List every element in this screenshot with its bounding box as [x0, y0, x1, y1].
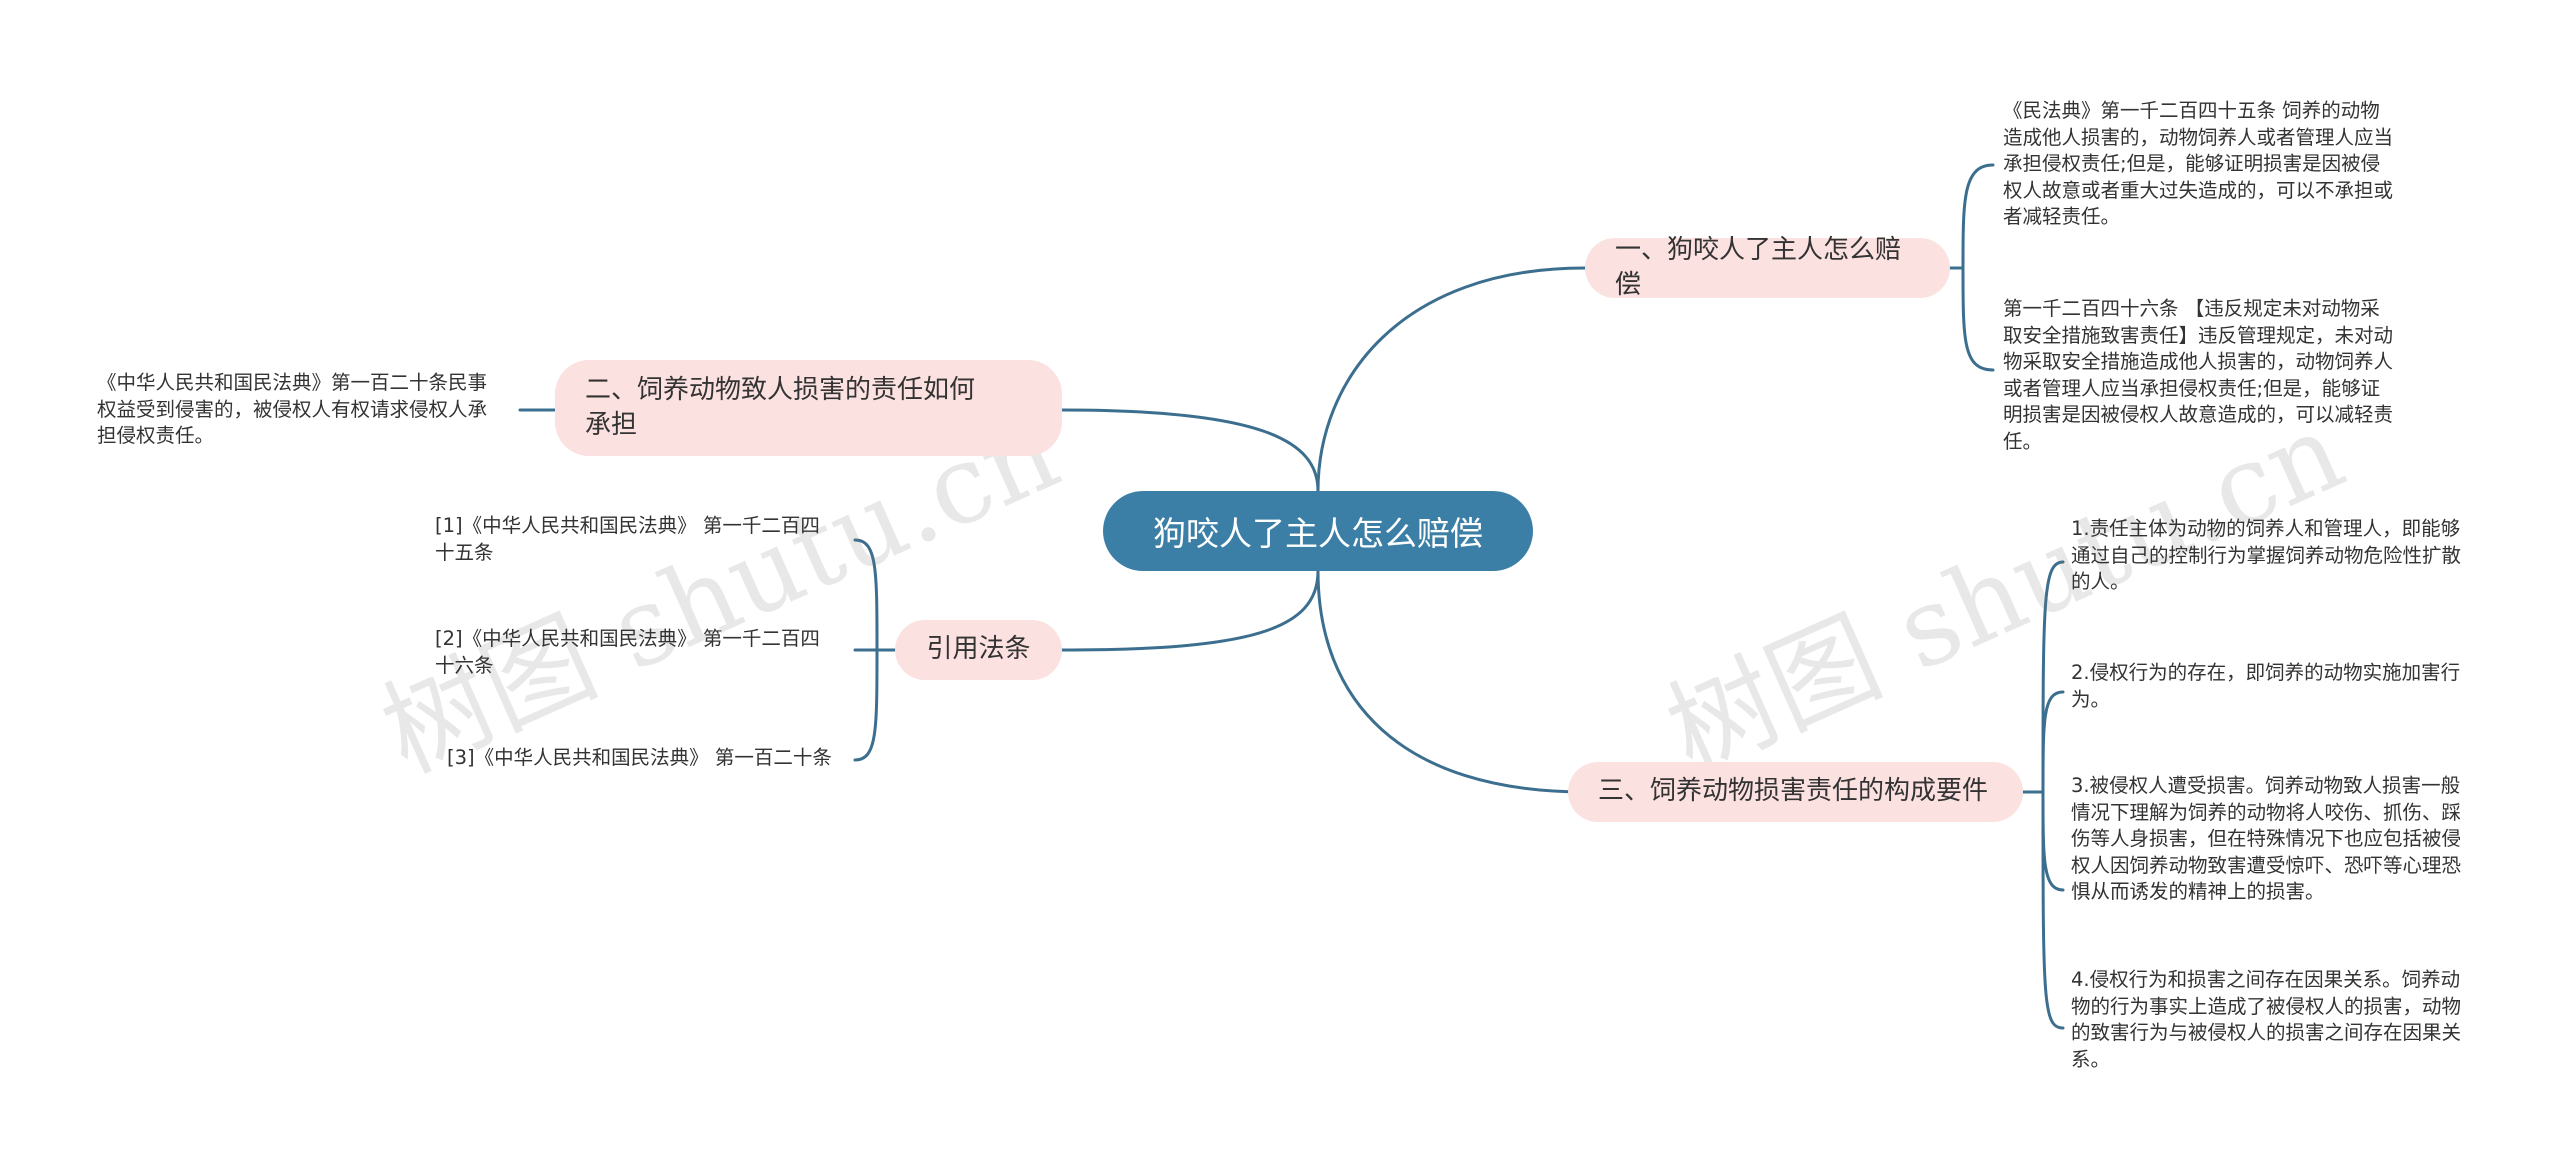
link-b3-leaf-3 [853, 648, 879, 762]
branch-node-4[interactable]: 三、饲养动物损害责任的构成要件 [1568, 762, 2023, 822]
link-b4-leaf-2 [2041, 690, 2065, 794]
branch-node-2[interactable]: 二、饲养动物致人损害的责任如何 承担 [555, 360, 1062, 456]
link-root-branch-2 [1060, 408, 1320, 493]
branch-label-1: 一、狗咬人了主人怎么赔偿 [1615, 234, 1902, 300]
link-b1-leaf-1 [1961, 163, 1995, 270]
branch-node-3[interactable]: 引用法条 [895, 620, 1062, 680]
link-root-branch-3 [1060, 569, 1320, 652]
leaf-node-b4-3[interactable]: 3.被侵权人遭受损害。饲养动物致人损害一般 情况下理解为饲养的动物将人咬伤、抓伤… [2071, 774, 2462, 903]
root-node[interactable]: 狗咬人了主人怎么赔偿 [1103, 491, 1533, 571]
link-b4-leaf-4 [2041, 790, 2065, 1030]
leaf-node-b4-4[interactable]: 4.侵权行为和损害之间存在因果关系。饲养动 物的行为事实上造成了被侵权人的损害，… [2071, 968, 2462, 1071]
link-root-branch-1 [1316, 266, 1587, 493]
leaf-node-b2-1[interactable]: 《中华人民共和国民法典》第一百二十条民事 权益受到侵害的，被侵权人有权请求侵权人… [97, 371, 488, 447]
leaf-node-b1-1[interactable]: 《民法典》第一千二百四十五条 饲养的动物 造成他人损害的，动物饲养人或者管理人应… [2003, 99, 2394, 228]
leaf-node-b4-1[interactable]: 1.责任主体为动物的饲养人和管理人，即能够 通过自己的控制行为掌握饲养动物危险性… [2071, 517, 2462, 593]
link-b4-leaf-3 [2041, 790, 2065, 892]
leaf-node-b1-2[interactable]: 第一千二百四十六条 【违反规定未对动物采 取安全措施致害责任】违反管理规定，未对… [2003, 297, 2394, 453]
branch-label-2: 二、饲养动物致人损害的责任如何 承担 [585, 374, 976, 440]
leaf-node-b4-2[interactable]: 2.侵权行为的存在，即饲养的动物实施加害行 为。 [2071, 661, 2461, 711]
link-root-branch-4 [1316, 569, 1587, 794]
leaf-node-b3-1[interactable]: [1]《中华人民共和国民法典》 第一千二百四 十五条 [435, 514, 820, 564]
leaf-node-b3-3[interactable]: [3]《中华人民共和国民法典》 第一百二十条 [447, 746, 832, 769]
branch-label-3: 引用法条 [926, 634, 1031, 665]
leaf-node-b3-2[interactable]: [2]《中华人民共和国民法典》 第一千二百四 十六条 [435, 627, 820, 677]
branch-node-1[interactable]: 一、狗咬人了主人怎么赔偿 [1585, 235, 1950, 300]
branch-label-4: 三、饲养动物损害责任的构成要件 [1598, 776, 1989, 807]
link-b3-leaf-1 [853, 538, 879, 652]
link-b1-leaf-2 [1961, 266, 1995, 372]
